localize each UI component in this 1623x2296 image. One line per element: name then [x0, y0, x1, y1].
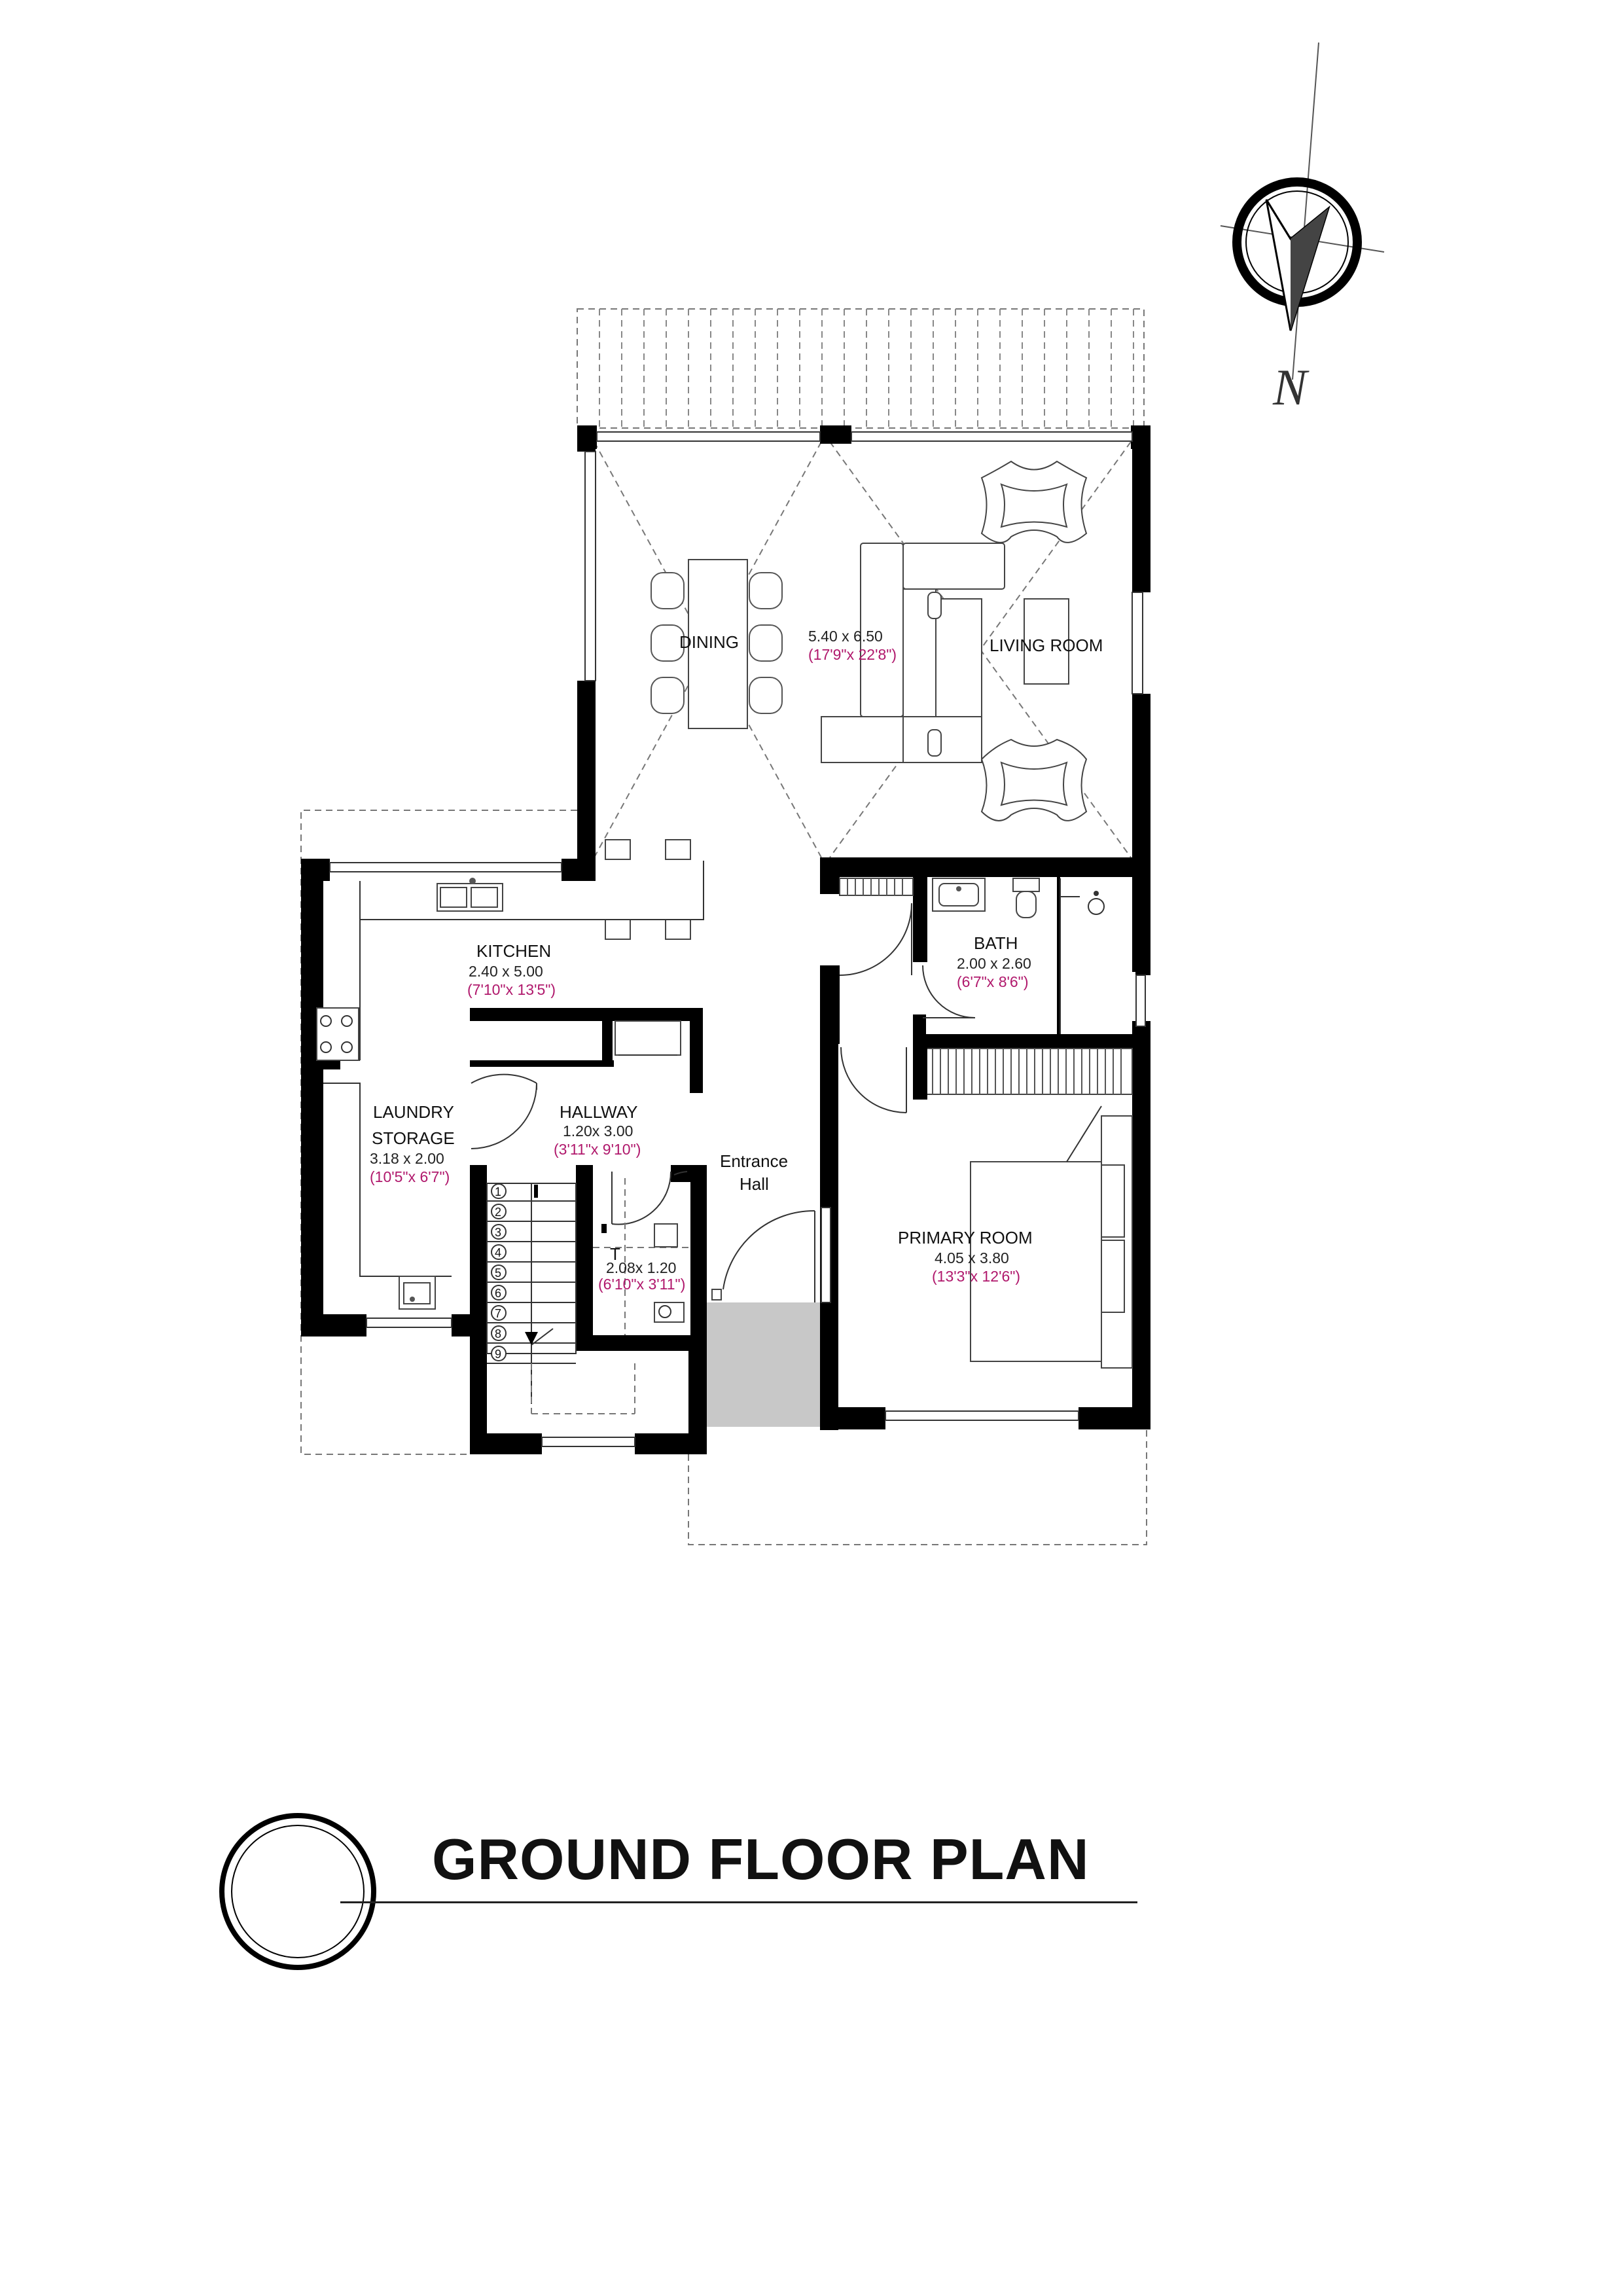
kitchen-dim-metric: 2.40 x 5.00: [469, 963, 543, 980]
entrance-porch: [707, 1302, 820, 1427]
wc-label: T: [610, 1244, 620, 1264]
cooktop-icon: [316, 1007, 359, 1061]
drawing-title: GROUND FLOOR PLAN: [432, 1827, 1090, 1892]
stairs: [486, 1183, 635, 1414]
step-number: 9: [495, 1348, 501, 1361]
wc-fixtures: [593, 1178, 722, 1335]
step-number: 6: [495, 1287, 501, 1300]
walls: [301, 425, 1150, 1454]
kitchen-dim-imperial: (7'10"x 13'5"): [467, 981, 556, 998]
laundry-dim-metric: 3.18 x 2.00: [370, 1150, 444, 1167]
kitchen-label: KITCHEN: [476, 941, 551, 961]
kitchen-island: [615, 1020, 681, 1056]
bath-dim-metric: 2.00 x 2.60: [957, 955, 1031, 972]
step-number: 8: [495, 1327, 501, 1340]
bath-fixtures: [839, 878, 1105, 1034]
kitchen-bar-stools: [605, 839, 691, 940]
doors: [471, 903, 976, 1302]
north-arrow-icon: N: [1220, 42, 1385, 416]
drawing-number-circle: [219, 1813, 376, 1970]
hallway-dim-metric: 1.20x 3.00: [563, 1122, 633, 1139]
living-dim-imperial: (17'9"x 22'8"): [808, 646, 897, 663]
hallway-dim-imperial: (3'11"x 9'10"): [554, 1141, 641, 1158]
laundry-label: LAUNDRY: [373, 1102, 454, 1122]
entrance-label: Entrance: [720, 1151, 788, 1171]
kitchen-sink-icon: [437, 878, 503, 912]
stair-step-numbers: 1 2 3 4 5 6 7 8 9: [491, 1183, 507, 1361]
step-number: 4: [495, 1246, 501, 1259]
north-label: N: [1272, 359, 1310, 416]
wc-dim-metric: 2.08x 1.20: [606, 1259, 676, 1276]
step-number: 1: [495, 1185, 501, 1198]
step-number: 2: [495, 1206, 501, 1219]
windows: [329, 431, 1146, 1447]
living-dim-metric: 5.40 x 6.50: [808, 628, 883, 645]
primary-dim-metric: 4.05 x 3.80: [935, 1249, 1009, 1266]
storage-label: STORAGE: [372, 1128, 455, 1148]
living-sofa: [821, 543, 1005, 763]
dining-table: [651, 559, 783, 729]
room-labels: DINING 5.40 x 6.50 (17'9"x 22'8") LIVING…: [370, 628, 1103, 1293]
entrance-hall-label: Hall: [740, 1174, 769, 1194]
roof-overhangs: [300, 308, 1147, 1545]
primary-dim-imperial: (13'3"x 12'6"): [932, 1268, 1020, 1285]
armchair-bottom: [980, 738, 1088, 821]
step-number: 3: [495, 1226, 501, 1239]
step-number: 5: [495, 1266, 501, 1280]
dining-label: DINING: [679, 632, 739, 652]
wardrobe: [913, 1041, 1133, 1100]
laundry-dim-imperial: (10'5"x 6'7"): [370, 1168, 450, 1185]
hallway-label: HALLWAY: [560, 1102, 637, 1122]
bath-label: BATH: [974, 933, 1018, 953]
step-number: 7: [495, 1307, 501, 1320]
living-label: LIVING ROOM: [990, 636, 1103, 655]
bed: [970, 1105, 1133, 1369]
laundry-counter: [323, 1083, 452, 1310]
primary-room-label: PRIMARY ROOM: [898, 1228, 1033, 1247]
wc-dim-imperial: (6'10"x 3'11"): [598, 1276, 685, 1293]
armchair-top: [980, 460, 1088, 543]
bath-dim-imperial: (6'7"x 8'6"): [957, 973, 1029, 990]
coffee-table: [1024, 598, 1069, 685]
title-underline: [340, 1901, 1137, 1903]
